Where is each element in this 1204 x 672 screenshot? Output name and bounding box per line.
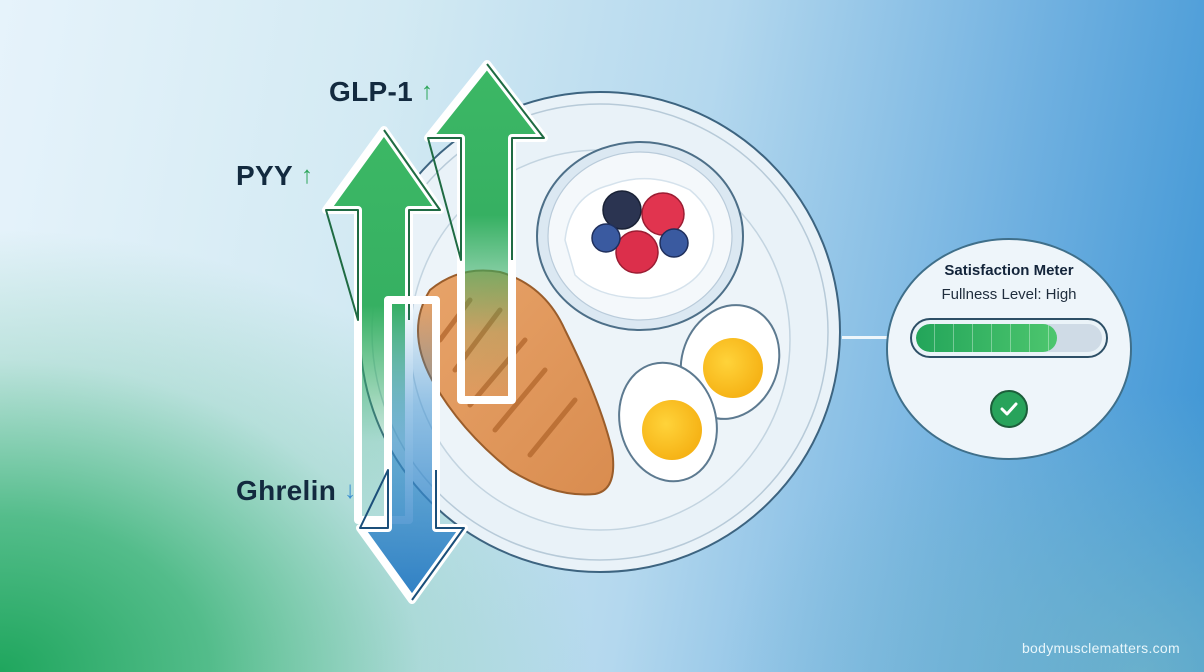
ghrelin-down-arrow — [356, 296, 468, 604]
boiled-eggs — [618, 304, 781, 483]
down-arrow-icon: ↓ — [344, 477, 357, 504]
raspberry — [615, 230, 659, 274]
satisfaction-meter: Satisfaction Meter Fullness Level: High — [886, 238, 1132, 460]
meter-title: Satisfaction Meter — [944, 262, 1074, 279]
progress-track — [916, 324, 1102, 352]
pyy-up-arrow — [322, 126, 444, 524]
fullness-progress-bar — [910, 318, 1108, 358]
watermark: bodymusclematters.com — [1021, 640, 1180, 656]
blueberry — [659, 228, 689, 258]
yogurt-bowl — [536, 141, 744, 331]
up-arrow-icon: ↑ — [420, 78, 434, 105]
progress-fill — [916, 324, 1058, 352]
check-icon — [990, 390, 1028, 428]
fullness-level-text: Fullness Level: High — [941, 286, 1077, 303]
up-arrow-icon: ↑ — [300, 162, 314, 189]
blackberry — [602, 190, 642, 230]
glp1-up-arrow — [424, 60, 548, 404]
blueberry — [591, 223, 621, 253]
glp1-label: GLP-1 ↑ — [329, 76, 434, 107]
pyy-label: PYY ↑ — [236, 160, 314, 191]
raspberry — [641, 192, 685, 236]
ghrelin-label: Ghrelin ↓ — [236, 475, 357, 506]
meter-connector-line — [842, 336, 888, 339]
